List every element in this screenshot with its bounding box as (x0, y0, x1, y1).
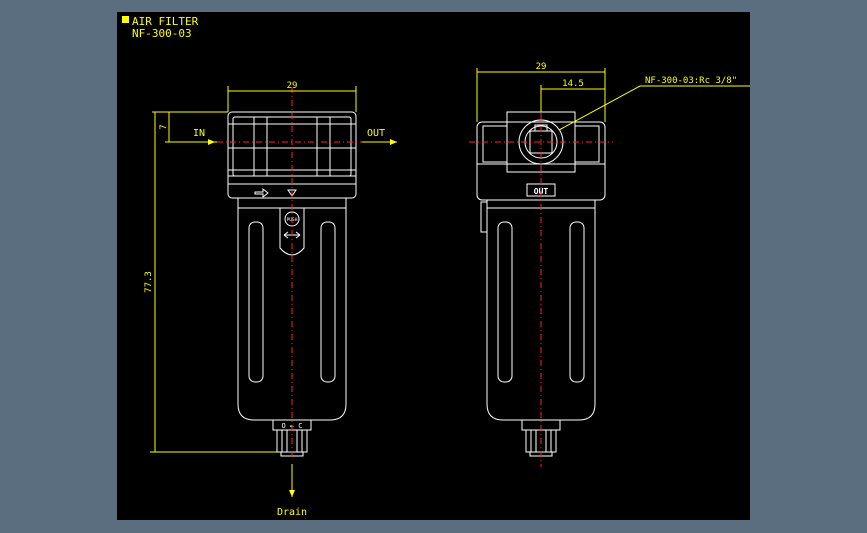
out-label: OUT (367, 128, 385, 139)
in-label: IN (193, 128, 205, 139)
title-square-marker (122, 16, 129, 23)
front-height-dim: 77.3 (144, 271, 154, 293)
down-triangle-icon (287, 189, 297, 197)
title-line-1: AIR FILTER (132, 15, 199, 28)
front-width-dim: 29 (287, 81, 298, 91)
side-half-dim: 14.5 (562, 79, 584, 89)
side-centerlines (469, 87, 613, 467)
side-window-right (569, 221, 585, 383)
port-callout: NF-300-03:Rc 3/8" (645, 76, 737, 86)
side-window-left (497, 221, 513, 383)
callout-leader (558, 85, 750, 131)
front-head-outer (227, 111, 357, 199)
side-width-dim: 29 (536, 62, 547, 72)
title-line-2: NF-300-03 (132, 27, 192, 40)
front-centerlines (217, 87, 367, 460)
front-window-left (248, 221, 264, 383)
front-window-right (320, 221, 336, 383)
drawing-svg: AIR FILTER NF-300-03 (122, 15, 750, 518)
flow-direction-icon (254, 187, 269, 199)
push-lock-tab (279, 208, 305, 256)
drawing-canvas[interactable]: AIR FILTER NF-300-03 (117, 12, 750, 520)
side-dimensions (476, 68, 750, 131)
front-top-dim: 7 (159, 124, 169, 129)
front-dimensions (150, 86, 397, 497)
drain-label: Drain (277, 507, 307, 518)
